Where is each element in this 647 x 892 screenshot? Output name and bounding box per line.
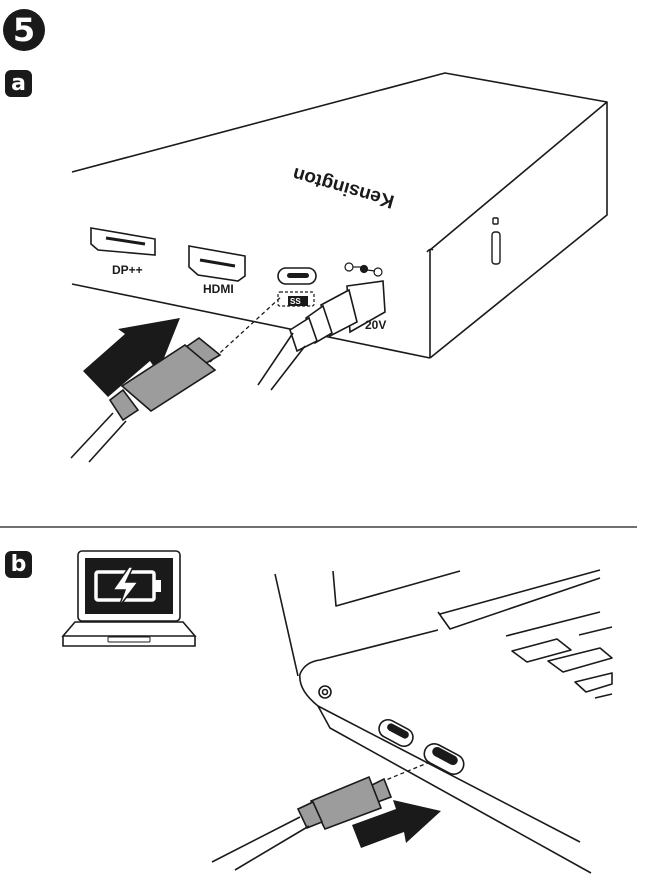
security-lock-slot xyxy=(491,217,501,265)
dock-usb-c-port xyxy=(277,267,317,307)
dc-polarity-icon xyxy=(344,262,383,277)
insert-arrow xyxy=(83,318,180,397)
step-number-badge: 5 xyxy=(3,9,45,51)
superspeed-logo: SS xyxy=(290,297,301,306)
substep-b-badge: b xyxy=(5,551,32,578)
displayport-port xyxy=(90,227,156,256)
brand-logo: Kensington xyxy=(290,163,396,212)
alignment-guide-line xyxy=(209,295,283,363)
substep-a-badge: a xyxy=(5,70,32,97)
docking-station xyxy=(71,72,608,359)
hdmi-label: HDMI xyxy=(203,282,234,296)
power-voltage-label: 20V xyxy=(365,318,386,332)
power-plug xyxy=(257,280,386,391)
displayport-label: DP++ xyxy=(112,263,143,277)
laptop-charging-icon xyxy=(61,550,197,647)
insert-arrow-b xyxy=(352,800,441,848)
alignment-guide-line-b xyxy=(380,761,431,783)
usb-c-cable-plug xyxy=(70,337,222,463)
laptop xyxy=(274,569,613,874)
usb-c-cable-plug-b xyxy=(211,775,393,871)
hdmi-port xyxy=(188,245,246,282)
